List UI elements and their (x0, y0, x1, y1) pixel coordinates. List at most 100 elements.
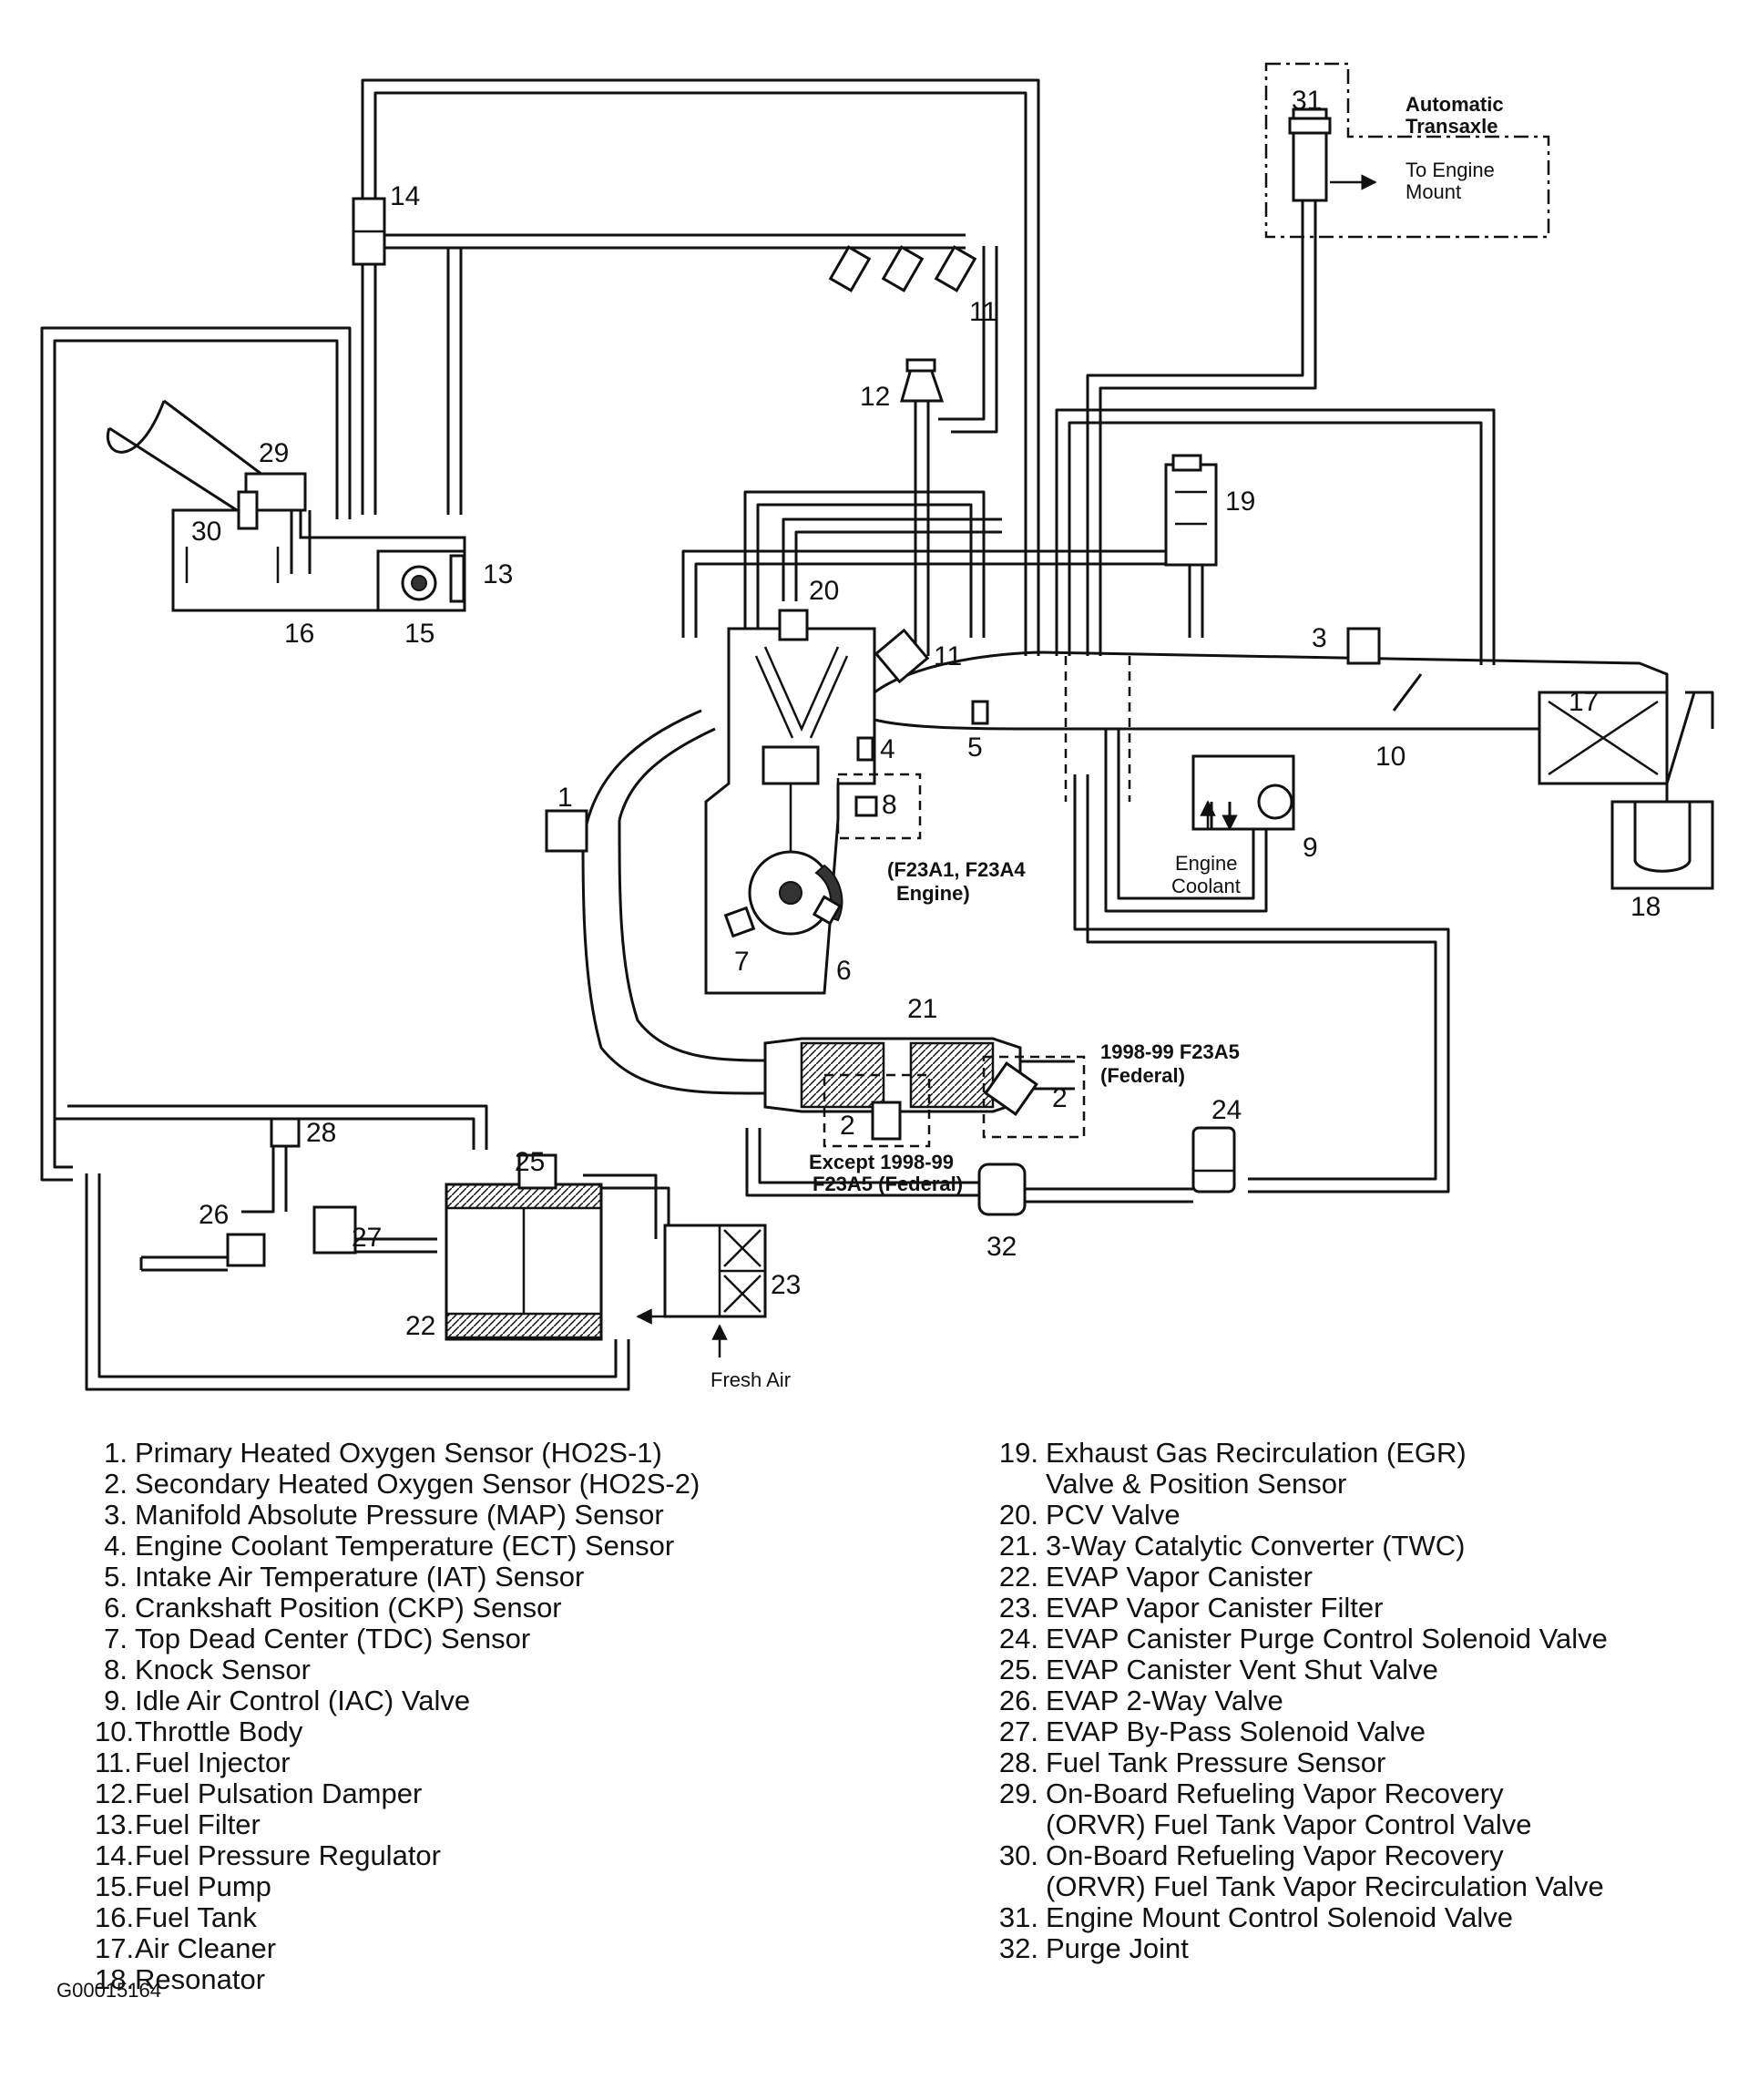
legend-text: EVAP By-Pass Solenoid Valve (1046, 1716, 1426, 1747)
intake-duct (874, 627, 1714, 890)
legend-text: Resonator (135, 1963, 266, 1995)
legend-number: 17. (95, 1932, 135, 1964)
note-engine-1: (F23A1, F23A4 (887, 858, 1026, 881)
hose-routing (40, 78, 1496, 1391)
legend-number: 10. (95, 1716, 135, 1747)
legend-text: Intake Air Temperature (IAT) Sensor (135, 1561, 585, 1593)
callout-18: 18 (1630, 892, 1661, 922)
legend-number: 19. (998, 1437, 1038, 1469)
legend-number: 3. (104, 1499, 128, 1531)
legend-number: 1. (104, 1437, 128, 1469)
legend-text: On-Board Refueling Vapor Recovery (ORVR)… (1046, 1777, 1532, 1840)
callout-25: 25 (515, 1147, 545, 1177)
callout-7: 7 (734, 947, 750, 977)
legend-text: On-Board Refueling Vapor Recovery (ORVR)… (1046, 1839, 1604, 1902)
callout-32: 32 (986, 1232, 1017, 1262)
legend-number: 20. (998, 1499, 1038, 1531)
callout-labels: 1 2 2 3 4 5 6 7 8 9 10 11 11 12 13 14 15… (191, 86, 1661, 1341)
legend-text: Idle Air Control (IAC) Valve (135, 1685, 471, 1716)
note-fresh-air: Fresh Air (710, 1368, 791, 1391)
legend-item: 8.Knock Sensor (95, 1654, 915, 1685)
callout-30: 30 (191, 517, 221, 547)
note-coolant-1: Engine (1175, 852, 1238, 875)
legend-text: EVAP Vapor Canister (1046, 1561, 1313, 1593)
legend-item: 2.Secondary Heated Oxygen Sensor (HO2S-2… (95, 1469, 915, 1500)
note-except-1: Except 1998-99 (809, 1151, 954, 1173)
legend-item: 19.Exhaust Gas Recirculation (EGR) Valve… (997, 1438, 1743, 1500)
exhaust-system (545, 709, 1086, 1148)
legend-number: 26. (998, 1685, 1038, 1716)
legend-item: 7.Top Dead Center (TDC) Sensor (95, 1624, 915, 1654)
legend-number: 18. (95, 1963, 135, 1995)
callout-9: 9 (1303, 833, 1318, 863)
legend-number: 8. (104, 1654, 128, 1685)
legend-item: 12.Fuel Pulsation Damper (95, 1778, 915, 1809)
legend-text: Fuel Injector (135, 1747, 291, 1778)
legend-item: 26.EVAP 2-Way Valve (997, 1685, 1743, 1716)
note-transaxle-2: Transaxle (1406, 115, 1498, 138)
callout-28: 28 (306, 1118, 336, 1148)
vacuum-hose-diagram: 1 2 2 3 4 5 6 7 8 9 10 11 11 12 13 14 15… (40, 62, 1714, 1391)
legend-item: 27. EVAP By-Pass Solenoid Valve (997, 1716, 1743, 1747)
diagram-notes: Automatic Transaxle To Engine Mount (F23… (710, 93, 1504, 1391)
legend-item: 20.PCV Valve (997, 1500, 1743, 1531)
legend-item: 6.Crankshaft Position (CKP) Sensor (95, 1593, 915, 1624)
legend-number: 5. (104, 1561, 128, 1593)
legend-number: 29. (998, 1777, 1038, 1809)
callout-31: 31 (1292, 86, 1322, 116)
callout-14: 14 (390, 181, 420, 211)
engine-block (704, 609, 989, 995)
legend-text: Engine Coolant Temperature (ECT) Sensor (135, 1530, 675, 1562)
legend-item: 32.Purge Joint (997, 1933, 1743, 1964)
callout-19: 19 (1225, 487, 1255, 517)
legend-text: EVAP Canister Vent Shut Valve (1046, 1654, 1438, 1685)
legend-number: 23. (998, 1592, 1038, 1624)
legend-number: 25. (998, 1654, 1038, 1685)
callout-12: 12 (860, 382, 890, 412)
callout-2a: 2 (840, 1111, 855, 1141)
legend-text: EVAP Canister Purge Control Solenoid Val… (1046, 1623, 1608, 1654)
callout-21: 21 (907, 994, 937, 1024)
legend-item: 16.Fuel Tank (95, 1902, 915, 1933)
legend-number: 21. (998, 1530, 1038, 1562)
legend-item: 1.Primary Heated Oxygen Sensor (HO2S-1) (95, 1438, 915, 1469)
legend-text: Fuel Tank Pressure Sensor (1046, 1747, 1386, 1778)
legend-text: Fuel Tank (135, 1901, 257, 1933)
fuel-tank-assembly (107, 399, 466, 612)
legend-item: 22.EVAP Vapor Canister (997, 1562, 1743, 1593)
legend-item: 4.Engine Coolant Temperature (ECT) Senso… (95, 1531, 915, 1562)
legend-item: 11.Fuel Injector (95, 1747, 915, 1778)
legend-item: 29.On-Board Refueling Vapor Recovery (OR… (997, 1778, 1743, 1840)
note-federal-2: (Federal) (1100, 1064, 1185, 1087)
note-transaxle-1: Automatic (1406, 93, 1504, 116)
legend-item: 10.Throttle Body (95, 1716, 915, 1747)
legend-item: 14.Fuel Pressure Regulator (95, 1840, 915, 1871)
legend-text: Manifold Absolute Pressure (MAP) Sensor (135, 1499, 664, 1531)
legend-item: 30.On-Board Refueling Vapor Recovery (OR… (997, 1840, 1743, 1902)
callout-2b: 2 (1052, 1083, 1068, 1113)
legend-number: 7. (104, 1623, 128, 1654)
flow-arrows (636, 800, 1238, 1357)
engine-mount-solenoid (1264, 62, 1550, 239)
legend-text: Fuel Pump (135, 1870, 271, 1902)
callout-27: 27 (352, 1223, 382, 1253)
legend-number: 16. (95, 1901, 135, 1933)
legend-item: 17.Air Cleaner (95, 1933, 915, 1964)
legend-number: 24. (998, 1623, 1038, 1654)
egr-and-iac (1164, 454, 1295, 831)
legend-text: Secondary Heated Oxygen Sensor (HO2S-2) (135, 1468, 700, 1500)
legend-text: Fuel Pressure Regulator (135, 1839, 441, 1871)
legend-item: 25. EVAP Canister Vent Shut Valve (997, 1654, 1743, 1685)
callout-1: 1 (557, 783, 573, 813)
callout-17: 17 (1569, 687, 1599, 717)
callout-29: 29 (259, 438, 289, 468)
legend-item: 13.Fuel Filter (95, 1809, 915, 1840)
callout-15: 15 (404, 619, 434, 649)
note-coolant-2: Coolant (1171, 875, 1241, 897)
legend-text: Fuel Filter (135, 1808, 261, 1840)
legend-item: 31.Engine Mount Control Solenoid Valve (997, 1902, 1743, 1933)
legend-number: 30. (998, 1839, 1038, 1871)
legend-number: 27. (998, 1716, 1038, 1747)
callout-20: 20 (809, 576, 839, 606)
note-federal-1: 1998-99 F23A5 (1100, 1040, 1240, 1063)
